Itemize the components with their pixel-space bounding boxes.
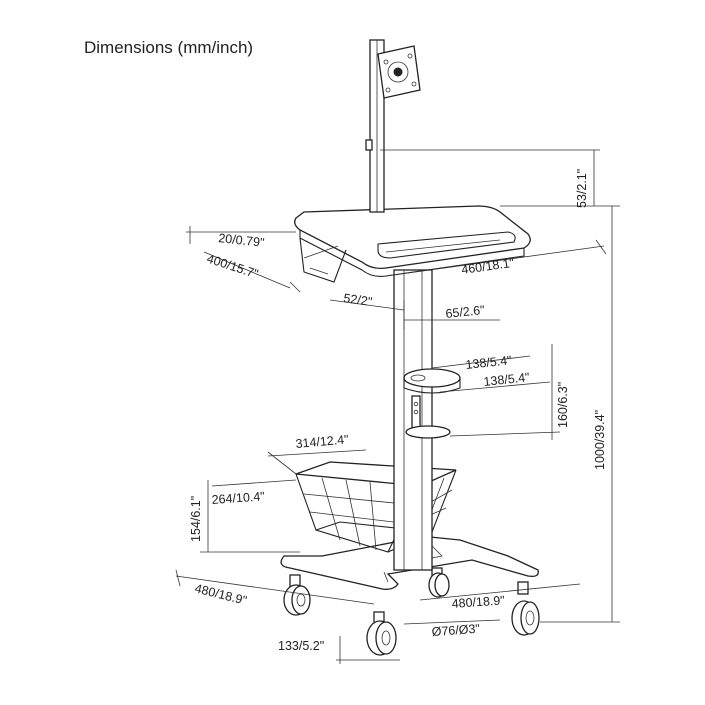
label-post-offset: 52/2": [343, 291, 373, 309]
label-holder-width: 138/5.4": [465, 353, 512, 372]
label-tray-depth: 400/15.7": [205, 252, 260, 282]
caster-front-left: [283, 574, 311, 616]
label-holder-depth: 138/5.4": [483, 370, 530, 389]
caster-back: [428, 567, 450, 598]
label-basket-height: 154/6.1": [189, 496, 203, 542]
label-tray-thickness: 20/0.79": [218, 231, 265, 250]
label-tray-width: 460/18.1": [460, 256, 515, 277]
dimension-lines: [175, 149, 620, 664]
label-pole-top: 53/2.1": [575, 169, 589, 208]
diagram-title: Dimensions (mm/inch): [84, 38, 254, 57]
label-caster-diameter: Ø76/Ø3": [431, 622, 480, 639]
caster-front-center: [366, 611, 397, 656]
label-holder-height: 160/6.3": [556, 382, 570, 428]
caster-right: [511, 581, 540, 636]
laptop-tray: [294, 205, 531, 283]
label-basket-depth: 264/10.4": [211, 489, 265, 507]
cup-holder: [403, 368, 461, 439]
label-total-height: 1000/39.4": [593, 410, 607, 470]
monitor-pole: [365, 39, 421, 213]
label-caster-offset: 133/5.2": [278, 639, 324, 653]
label-basket-width: 314/12.4": [295, 432, 349, 451]
label-base-width: 480/18.9": [451, 593, 505, 611]
label-post-width: 65/2.6": [445, 303, 485, 321]
